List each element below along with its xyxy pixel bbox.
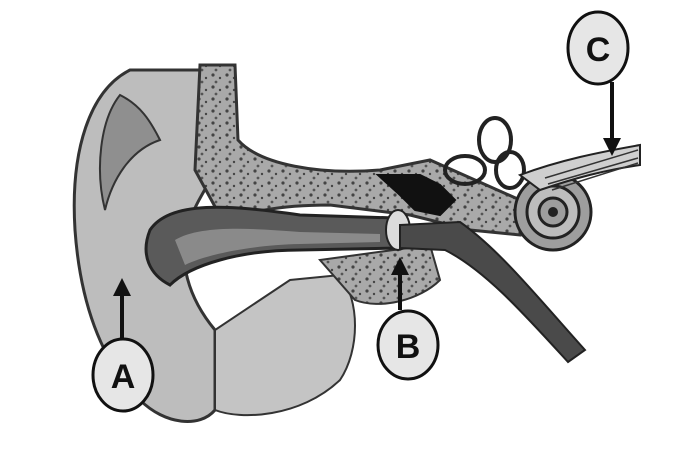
- label-b-text: B: [396, 328, 421, 366]
- label-c-text: C: [586, 31, 611, 69]
- label-a-text: A: [111, 358, 136, 396]
